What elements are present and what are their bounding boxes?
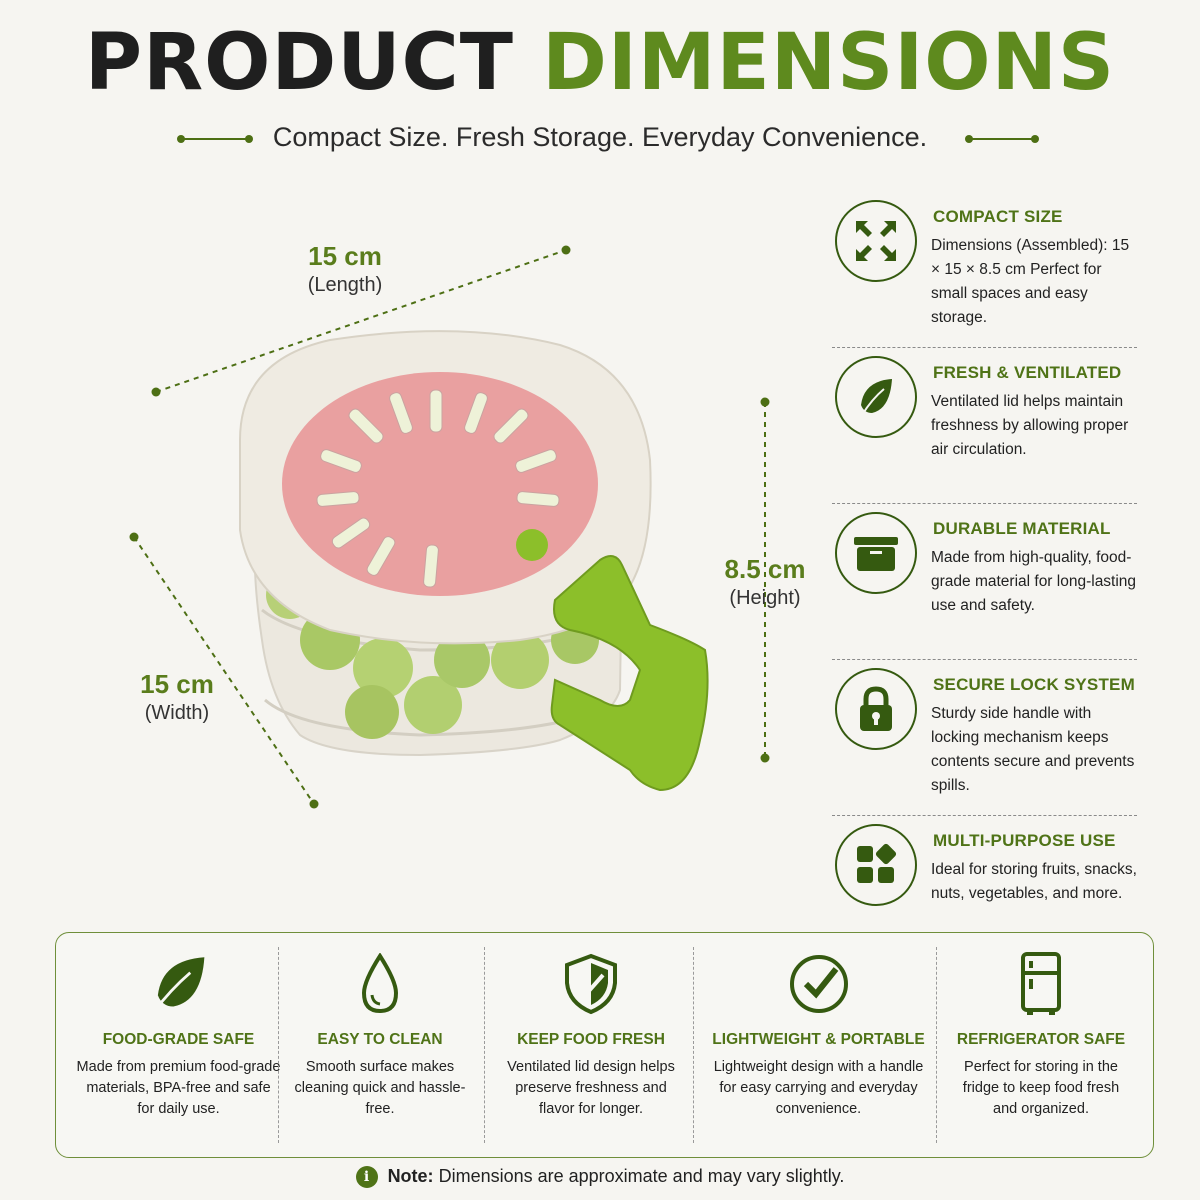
height-label: 8.5 cm (Height) — [700, 554, 830, 610]
pink-vent-lid — [282, 372, 598, 596]
feature-multi-purpose: MULTI-PURPOSE USE Ideal for storing frui… — [832, 816, 1137, 971]
title-word-dimensions: DIMENSIONS — [542, 18, 1116, 108]
height-value: 8.5 cm — [724, 554, 806, 584]
feature-text: Dimensions (Assembled): 15 × 15 × 8.5 cm… — [931, 237, 1130, 326]
subtitle-row: Compact Size. Fresh Storage. Everyday Co… — [0, 118, 1200, 162]
grid-shapes-icon — [835, 824, 917, 906]
feature-text: Made from high-quality, food-grade mater… — [931, 549, 1137, 614]
lock-icon — [835, 668, 917, 750]
benefit-title: REFRIGERATOR SAFE — [956, 1031, 1126, 1048]
feature-title: MULTI-PURPOSE USE — [933, 831, 1116, 850]
subtitle: Compact Size. Fresh Storage. Everyday Co… — [272, 122, 928, 152]
title-word-product: PRODUCT — [84, 18, 514, 108]
divider — [693, 947, 694, 1143]
benefit-lightweight: LIGHTWEIGHT & PORTABLE Lightweight desig… — [706, 947, 931, 1143]
benefit-easy-clean: EASY TO CLEAN Smooth surface makes clean… — [294, 947, 466, 1143]
benefit-text: Ventilated lid design helps preserve fre… — [507, 1059, 675, 1117]
feature-title: SECURE LOCK SYSTEM — [933, 675, 1135, 694]
feature-title: FRESH & VENTILATED — [933, 363, 1122, 382]
footnote: i Note: Dimensions are approximate and ma… — [0, 1166, 1200, 1189]
benefit-title: EASY TO CLEAN — [317, 1031, 443, 1048]
feature-list: COMPACT SIZE Dimensions (Assembled): 15 … — [832, 192, 1137, 971]
info-icon: i — [355, 1166, 378, 1189]
feature-title: DURABLE MATERIAL — [933, 519, 1111, 538]
feature-durable-material: DURABLE MATERIAL Made from high-quality,… — [832, 504, 1137, 660]
width-dimension-line — [129, 532, 319, 809]
note-text: Dimensions are approximate and may vary … — [438, 1166, 845, 1186]
benefit-title: KEEP FOOD FRESH — [517, 1031, 665, 1048]
benefit-keep-fresh: KEEP FOOD FRESH Ventilated lid design he… — [500, 947, 682, 1143]
benefit-title: FOOD-GRADE SAFE — [102, 1031, 255, 1048]
feature-text: Ideal for storing fruits, snacks, nuts, … — [931, 861, 1137, 902]
feature-fresh-ventilated: FRESH & VENTILATED Ventilated lid helps … — [832, 348, 1137, 504]
page-title: PRODUCT DIMENSIONS — [0, 18, 1200, 108]
leaf-icon — [835, 356, 917, 438]
benefit-text: Perfect for storing in the fridge to kee… — [962, 1059, 1120, 1117]
feature-title: COMPACT SIZE — [933, 207, 1063, 226]
benefit-title: LIGHTWEIGHT & PORTABLE — [712, 1031, 925, 1048]
width-label: 15 cm (Width) — [112, 669, 242, 725]
height-dimension-line — [760, 397, 770, 763]
fridge-icon — [951, 949, 1131, 1019]
length-dimension-line — [151, 245, 571, 397]
feature-secure-lock: SECURE LOCK SYSTEM Sturdy side handle wi… — [832, 660, 1137, 816]
benefits-box: FOOD-GRADE SAFE Made from premium food-g… — [55, 932, 1154, 1158]
height-caption: (Height) — [729, 587, 801, 609]
divider — [278, 947, 279, 1143]
width-value: 15 cm — [140, 669, 214, 699]
subtitle-rule-left — [177, 135, 253, 143]
side-handle — [550, 555, 709, 792]
product-illustration — [129, 245, 770, 809]
length-label: 15 cm (Length) — [280, 241, 410, 297]
benefit-food-grade: FOOD-GRADE SAFE Made from premium food-g… — [76, 947, 281, 1143]
divider — [936, 947, 937, 1143]
leaf-icon — [76, 949, 281, 1019]
benefit-text: Made from premium food-grade materials, … — [76, 1059, 281, 1117]
check-circle-icon — [706, 949, 931, 1019]
shield-check-icon — [500, 949, 682, 1019]
feature-compact-size: COMPACT SIZE Dimensions (Assembled): 15 … — [832, 192, 1137, 348]
benefit-text: Lightweight design with a handle for eas… — [713, 1059, 924, 1117]
feature-text: Sturdy side handle with locking mechanis… — [931, 705, 1135, 794]
compact-arrows-icon — [835, 200, 917, 282]
container-icon — [835, 512, 917, 594]
feature-text: Ventilated lid helps maintain freshness … — [931, 393, 1129, 458]
note-label: Note: — [387, 1166, 434, 1186]
benefit-refrigerator: REFRIGERATOR SAFE Perfect for storing in… — [951, 947, 1131, 1143]
benefit-text: Smooth surface makes cleaning quick and … — [294, 1059, 466, 1117]
subtitle-rule-right — [965, 135, 1039, 143]
width-caption: (Width) — [144, 702, 210, 724]
length-value: 15 cm — [308, 241, 382, 271]
divider — [484, 947, 485, 1143]
length-caption: (Length) — [307, 274, 383, 296]
water-drop-icon — [294, 949, 466, 1019]
